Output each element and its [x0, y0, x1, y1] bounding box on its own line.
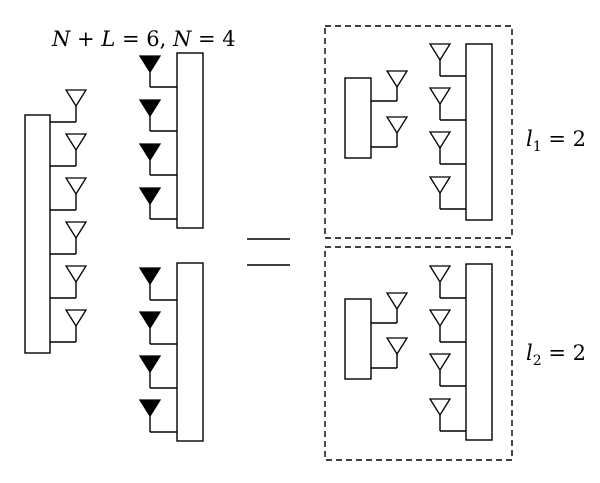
antenna-open-icon — [428, 309, 452, 328]
antenna-solid-icon — [138, 267, 162, 286]
group-1-rx-box — [465, 43, 493, 221]
antenna-open-icon — [428, 131, 452, 150]
group-2-tx-antenna — [371, 337, 409, 369]
antenna-open-icon — [385, 116, 409, 135]
group-2-rx-antenna — [428, 309, 466, 343]
middle-upper-antenna — [138, 99, 177, 132]
left-antenna — [50, 177, 88, 211]
left-antenna — [50, 221, 88, 255]
middle-lower-rx-array — [138, 262, 204, 442]
antenna-open-icon — [64, 133, 88, 152]
left-tx-array — [24, 89, 88, 354]
middle-lower-rx-box — [176, 262, 204, 442]
antenna-solid-icon — [138, 99, 162, 118]
group-2-rx-antenna — [428, 353, 466, 387]
antenna-open-icon — [385, 70, 409, 89]
antenna-solid-icon — [138, 187, 162, 206]
group-1-rx-antenna — [428, 131, 466, 165]
middle-lower-antenna — [138, 311, 177, 345]
group-1-label: l1 = 2 — [526, 127, 586, 155]
antenna-solid-icon — [138, 355, 162, 374]
group-1-dashed-frame — [324, 25, 513, 239]
group-2-tx-box — [344, 298, 372, 380]
header-label: N + L = 6, N = 4 — [51, 27, 236, 51]
middle-upper-antenna — [138, 143, 177, 176]
antenna-solid-icon — [138, 143, 162, 162]
antenna-open-icon — [64, 177, 88, 196]
left-antenna — [50, 89, 88, 123]
middle-upper-antenna — [138, 55, 177, 88]
middle-upper-rx-array — [138, 52, 204, 229]
left-tx-box — [24, 114, 51, 354]
middle-lower-antenna — [138, 399, 177, 433]
group-2 — [324, 246, 513, 461]
antenna-open-icon — [64, 309, 88, 328]
group-1 — [324, 25, 513, 239]
antenna-open-icon — [428, 398, 452, 417]
left-antenna — [50, 133, 88, 167]
group-2-rx-antenna — [428, 265, 466, 299]
antenna-open-icon — [385, 292, 409, 311]
middle-lower-antenna — [138, 355, 177, 389]
group-1-tx-antenna — [371, 116, 409, 148]
group-1-tx-box — [344, 77, 372, 159]
antenna-open-icon — [428, 353, 452, 372]
group-1-rx-antenna — [428, 87, 466, 121]
antenna-open-icon — [385, 337, 409, 356]
group-2-rx-box — [465, 263, 493, 441]
antenna-open-icon — [64, 221, 88, 240]
antenna-open-icon — [64, 265, 88, 284]
equals-sign — [247, 238, 290, 266]
group-2-tx-antenna — [371, 292, 409, 324]
middle-lower-antenna — [138, 267, 177, 301]
antenna-open-icon — [428, 87, 452, 106]
middle-upper-rx-box — [176, 52, 204, 229]
group-2-rx-antenna — [428, 398, 466, 432]
antenna-solid-icon — [138, 399, 162, 418]
group-2-label: l2 = 2 — [526, 341, 586, 369]
antenna-open-icon — [428, 176, 452, 195]
antenna-open-icon — [428, 265, 452, 284]
antenna-open-icon — [428, 43, 452, 62]
left-antenna — [50, 309, 88, 343]
group-1-rx-antenna — [428, 43, 466, 77]
group-1-rx-antenna — [428, 176, 466, 210]
antenna-open-icon — [64, 89, 88, 108]
middle-upper-antenna — [138, 187, 177, 220]
group-1-tx-antenna — [371, 70, 409, 102]
left-antenna — [50, 265, 88, 299]
antenna-solid-icon — [138, 311, 162, 330]
antenna-solid-icon — [138, 55, 162, 74]
group-2-dashed-frame — [324, 246, 513, 461]
